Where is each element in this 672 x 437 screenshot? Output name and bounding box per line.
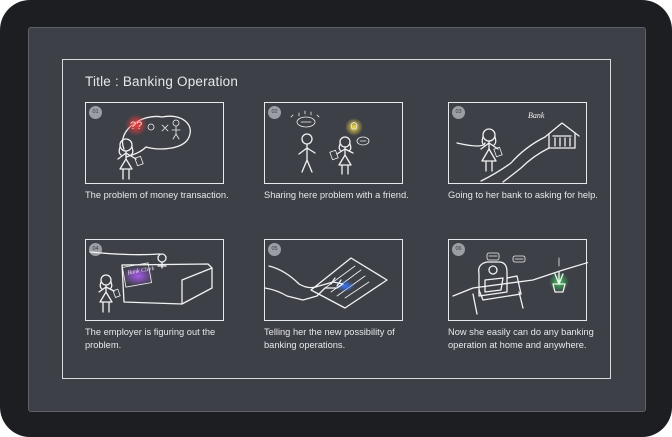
story-panel-2: 02 [264,102,403,184]
panel-1-caption: The problem of money transaction. [85,190,229,200]
panel-3-sketch: Bank [456,111,580,183]
panel-4-caption: The employer is figuring out the problem… [85,327,216,350]
story-panel-5: 05 [264,239,403,321]
screen: Title : Banking Operation 01 ?? [28,27,646,412]
panel-2-caption: Sharing here problem with a friend. [264,190,409,200]
story-panel-6: 06 [448,239,588,321]
panel-6-sketch [452,252,588,315]
story-panel-1: 01 ?? [85,102,224,184]
panel-number-badge: 06 [452,243,465,256]
panel-5-caption: Telling her the new possibility of banki… [264,327,395,350]
panel-number-badge: 03 [452,106,465,119]
bank-clerk-sign: Bank Clerk [127,266,155,277]
panel-2-sketch [290,110,370,175]
panel-5-sketch [265,257,388,309]
panel-number-badge: 02 [268,106,281,119]
panel-1-sketch: ?? [117,114,191,180]
svg-text:??: ?? [130,120,142,132]
bank-sign: Bank [528,111,545,120]
panel-4-sketch: Bank Clerk [89,251,213,313]
story-panel-3: 03 Bank [448,102,587,184]
storyboard-title: Title : Banking Operation [85,74,239,89]
story-panel-4: 04 Bank Clerk [85,239,224,321]
panel-number-badge: 05 [268,243,281,256]
panel-3-caption: Going to her bank to asking for help. [448,190,598,200]
panel-6-caption: Now she easily can do any banking operat… [448,327,594,350]
storyboard: Title : Banking Operation 01 ?? [62,59,611,379]
panel-number-badge: 01 [89,106,102,119]
